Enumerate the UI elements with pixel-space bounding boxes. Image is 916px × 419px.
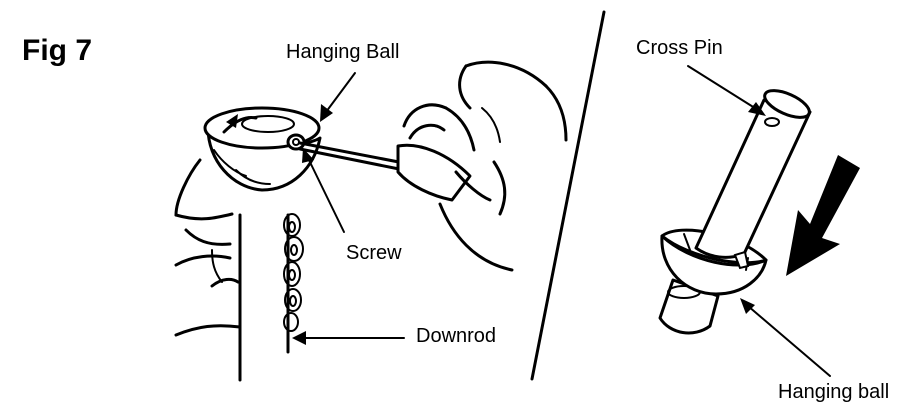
wires [283, 213, 304, 332]
label-hanging-ball-left: Hanging Ball [286, 41, 400, 63]
left-illustration [174, 60, 568, 382]
right-illustration [658, 65, 860, 377]
right-hand [402, 60, 568, 272]
leader-lines-left [292, 72, 405, 345]
screw [286, 133, 306, 151]
label-downrod: Downrod [416, 325, 497, 347]
panel-divider [530, 10, 606, 381]
direction-arrow [786, 155, 860, 276]
leader-lines-right [687, 65, 831, 377]
hanging-ball-left [203, 106, 322, 192]
left-hand [174, 158, 242, 337]
label-screw: Screw [346, 242, 402, 264]
cross-pin-rod [694, 89, 812, 270]
downrod [238, 213, 290, 382]
screwdriver [298, 141, 472, 202]
label-hanging-ball-right: Hanging ball [778, 381, 890, 403]
figure-title: Fig 7 [22, 34, 93, 67]
label-cross-pin: Cross Pin [636, 37, 723, 59]
